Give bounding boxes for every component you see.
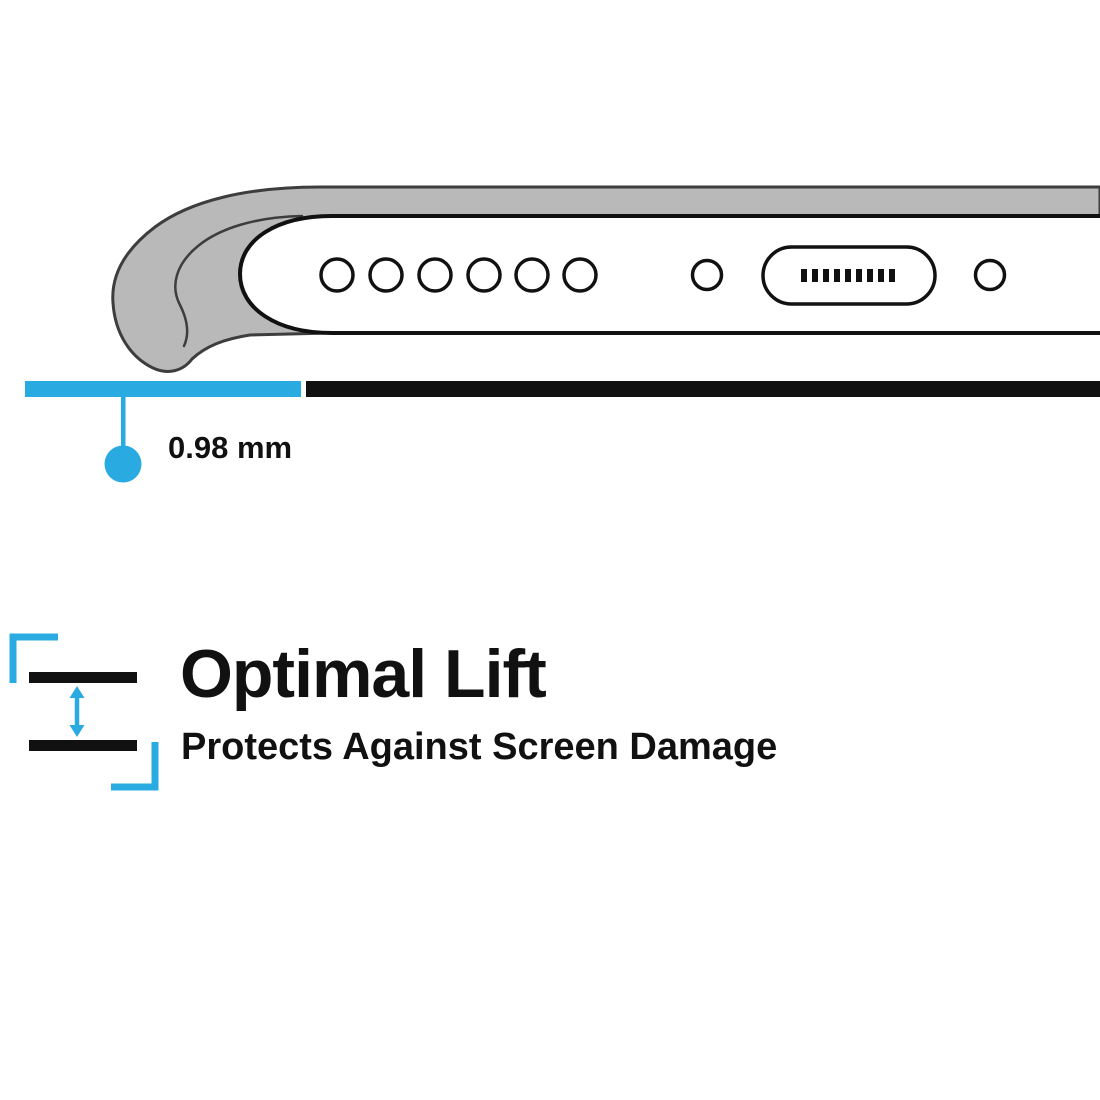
surface-lines [25,381,1100,397]
case-inner-wall-line [174,214,304,348]
speaker-hole-icon [319,257,355,293]
lift-arrow-down-head-icon [69,725,85,737]
feature-title: Optimal Lift [180,636,547,712]
upper-plate-line [29,672,137,683]
measurement-pointer [104,395,142,483]
measurement-pointer-dot [104,445,142,483]
speaker-hole-icon [514,257,550,293]
speaker-hole-icon [417,257,453,293]
bracket-top-left-icon [9,633,58,683]
phone-body [237,214,1100,335]
lift-arrow-up-head-icon [69,686,85,698]
speaker-hole-icon [562,257,598,293]
screw-hole-icon [973,258,1007,292]
surface-line [306,381,1100,397]
speaker-hole-icon [466,257,502,293]
lift-gap-icon [9,633,159,791]
microphone-hole-icon [690,258,724,292]
lower-plate-line [29,740,137,751]
bracket-bottom-right-icon [111,742,159,791]
feature-subtitle: Protects Against Screen Damage [181,726,778,768]
speaker-hole-icon [368,257,404,293]
measurement-pointer-stem [121,395,126,447]
lift-gap-accent-line [25,381,301,397]
measurement-label: 0.98 mm [168,430,293,465]
